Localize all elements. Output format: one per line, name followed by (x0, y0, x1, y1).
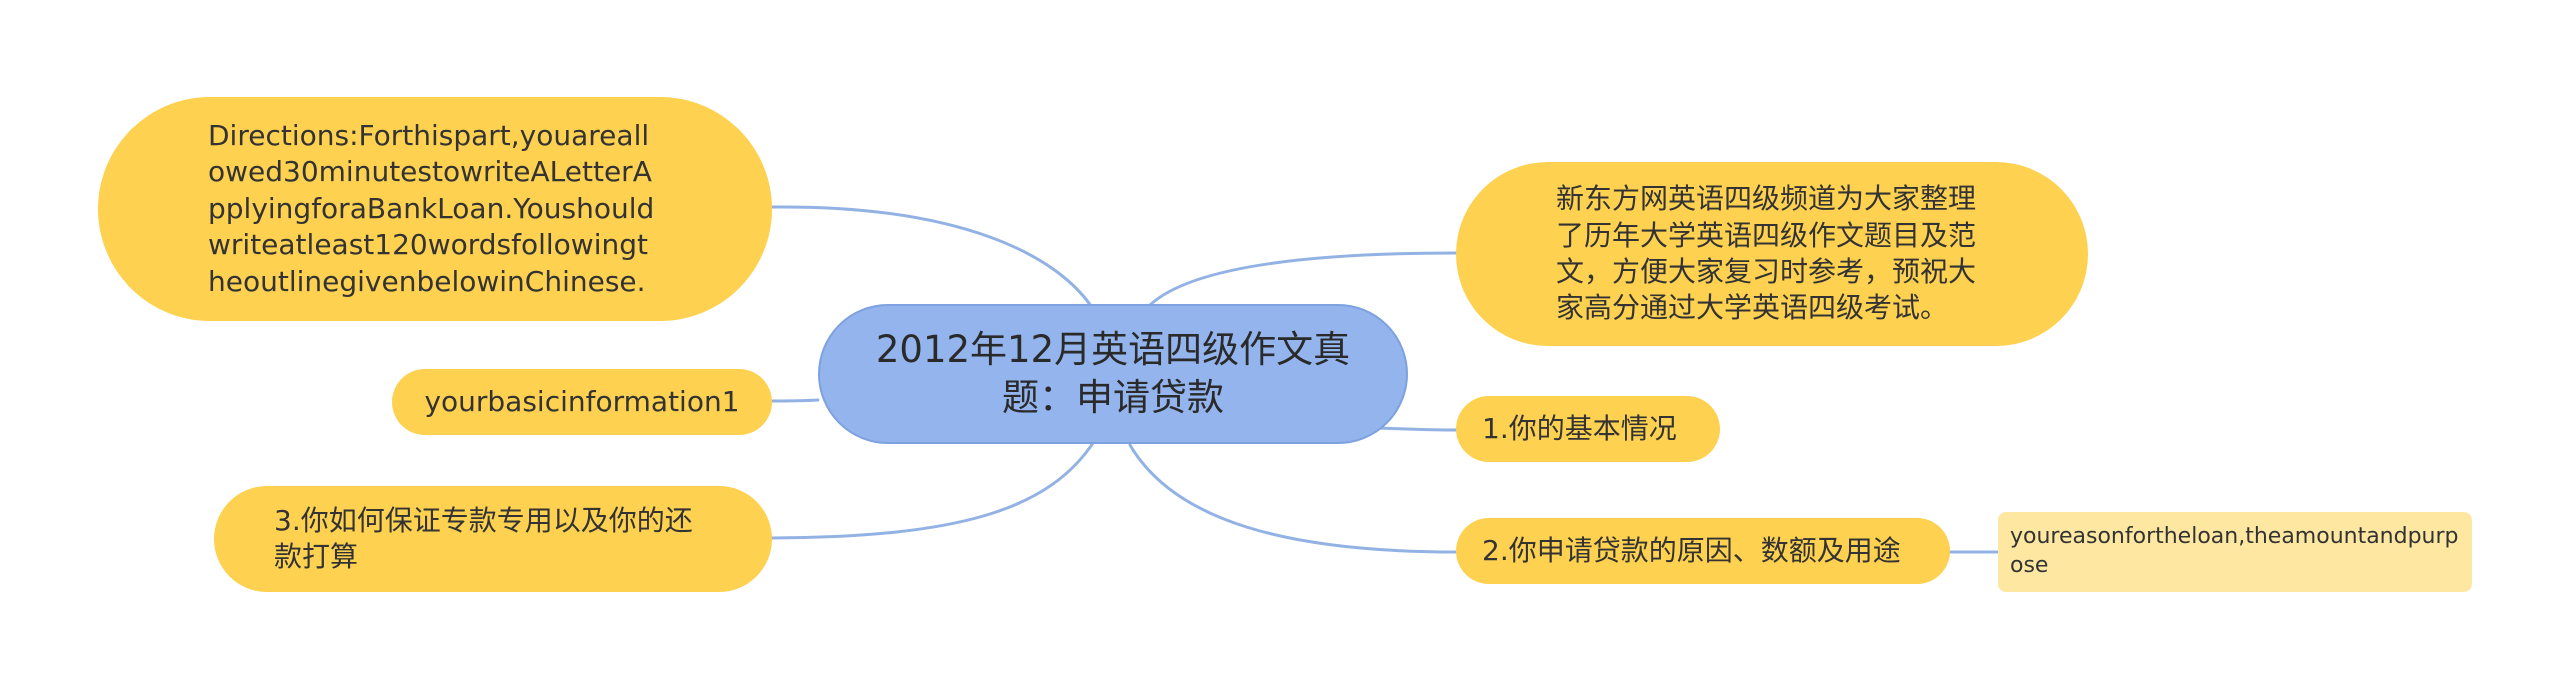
branch-intro[interactable]: 新东方网英语四级频道为大家整理了历年大学英语四级作文题目及范文，方便大家复习时参… (1456, 162, 2088, 346)
root-topic[interactable]: 2012年12月英语四级作文真题：申请贷款 (818, 304, 1408, 444)
link-root-intro (1148, 251, 1458, 307)
link-root-directions (770, 205, 1097, 314)
branch-directions-label: Directions:Forthispart,youareallowed30mi… (208, 119, 655, 298)
link-root-point1 (1373, 426, 1458, 432)
root-topic-label: 2012年12月英语四级作文真题：申请贷款 (875, 327, 1351, 419)
branch-basic-info-label: yourbasicinformation1 (424, 384, 740, 418)
branch-guarantee[interactable]: 3.你如何保证专款专用以及你的还款打算 (214, 486, 772, 592)
branch-directions[interactable]: Directions:Forthispart,youareallowed30mi… (98, 97, 772, 321)
link-root-point2 (1128, 443, 1458, 554)
branch-guarantee-label: 3.你如何保证专款专用以及你的还款打算 (274, 503, 693, 573)
branch-point2-label: 2.你申请贷款的原因、数额及用途 (1482, 533, 1901, 567)
branch-intro-label: 新东方网英语四级频道为大家整理了历年大学英语四级作文题目及范文，方便大家复习时参… (1556, 182, 1977, 325)
branch-point1[interactable]: 1.你的基本情况 (1456, 396, 1720, 462)
leaf-point2-detail-label: youreasonfortheloan,theamountandpurpose (2010, 524, 2459, 578)
leaf-point2-detail[interactable]: youreasonfortheloan,theamountandpurpose (1998, 512, 2472, 592)
branch-basic-info[interactable]: yourbasicinformation1 (392, 369, 772, 435)
branch-point1-label: 1.你的基本情况 (1482, 411, 1677, 445)
branch-point2[interactable]: 2.你申请贷款的原因、数额及用途 (1456, 518, 1950, 584)
link-root-basic-info (770, 398, 820, 403)
link-root-guarantee (770, 438, 1097, 540)
